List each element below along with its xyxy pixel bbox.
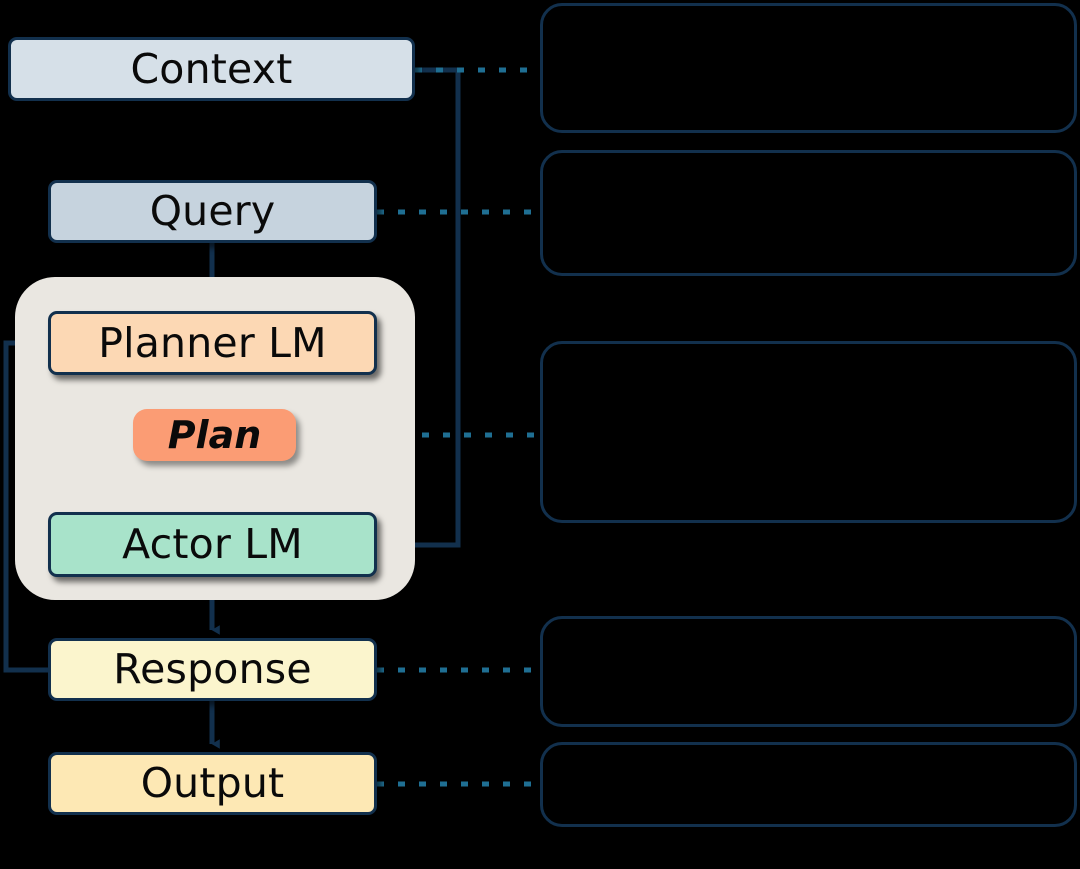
callout-box-context[interactable] <box>540 3 1077 133</box>
callout-box-plan[interactable] <box>540 341 1077 523</box>
callout-box-output[interactable] <box>540 742 1077 827</box>
node-query[interactable]: Query <box>48 180 377 243</box>
node-plan-label: Plan <box>167 413 262 457</box>
node-response-label: Response <box>113 645 312 693</box>
node-context[interactable]: Context <box>8 37 415 101</box>
node-plan-pill[interactable]: Plan <box>133 409 296 461</box>
node-context-label: Context <box>130 44 293 93</box>
node-planner-lm[interactable]: Planner LM <box>48 311 377 375</box>
callout-box-response[interactable] <box>540 616 1077 727</box>
node-query-label: Query <box>149 187 276 235</box>
node-output-label: Output <box>140 759 285 807</box>
node-planner-lm-label: Planner LM <box>98 318 327 367</box>
callout-box-query[interactable] <box>540 150 1077 276</box>
node-response[interactable]: Response <box>48 638 377 701</box>
node-actor-lm[interactable]: Actor LM <box>48 512 377 577</box>
node-output[interactable]: Output <box>48 752 377 815</box>
node-actor-lm-label: Actor LM <box>122 520 303 568</box>
